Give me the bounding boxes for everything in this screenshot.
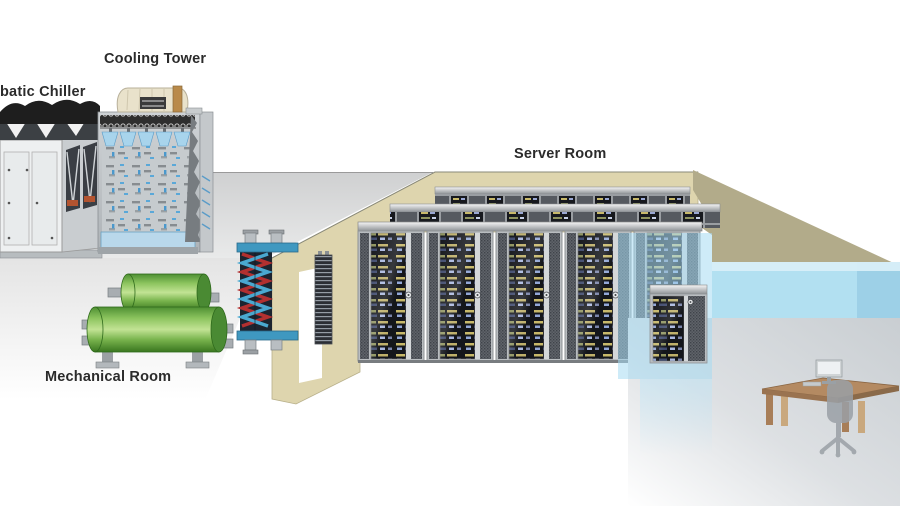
- hx-pipe-stub: [270, 339, 283, 351]
- server-room-right-wall: [693, 170, 900, 276]
- label-server-room: Server Room: [514, 146, 607, 162]
- tower-spray-nozzles: [101, 128, 191, 147]
- mechanical-room-chiller-tanks: [81, 273, 234, 369]
- server-rack: [357, 230, 425, 362]
- tower-outer-wall: [199, 111, 214, 253]
- tank-leg: [192, 346, 203, 364]
- plate-heat-exchanger: [236, 229, 299, 355]
- monitor-stand: [827, 377, 831, 381]
- tower-riser-pipe: [172, 85, 183, 113]
- label-cooling-tower: Cooling Tower: [104, 51, 207, 67]
- chiller-coil-bay: [66, 145, 80, 212]
- desk-monitor: [815, 359, 843, 384]
- hx-pipe-stub: [244, 339, 257, 351]
- hx-pipe-stub: [244, 232, 257, 244]
- server-rack-row-front: [357, 221, 703, 363]
- tower-inlet-stub: [185, 107, 203, 115]
- hx-cold-circuit: [236, 252, 274, 328]
- chiller-condenser-top: [0, 99, 100, 124]
- tower-fan-hub: [140, 97, 166, 109]
- hx-hot-circuit: [236, 252, 274, 328]
- hx-bottom-header: [236, 330, 299, 341]
- monitor-base: [822, 381, 836, 384]
- office-chair: [819, 380, 857, 458]
- tower-water-film: [102, 146, 194, 232]
- tower-basin: [98, 247, 198, 254]
- chiller-door: [31, 151, 58, 246]
- tank-leg: [102, 346, 113, 364]
- rack-row-base: [358, 360, 702, 363]
- server-rack: [495, 230, 563, 362]
- desk-right-edge: [838, 386, 899, 403]
- server-rack: [426, 230, 494, 362]
- wall-top-edge: [271, 171, 698, 259]
- keyboard: [802, 381, 822, 387]
- desk-leg: [766, 392, 773, 425]
- lower-tank: [94, 306, 220, 353]
- label-mechanical-room: Mechanical Room: [45, 369, 172, 385]
- foreground-server-rack: [649, 284, 708, 364]
- desk-leg: [858, 401, 865, 433]
- desk-front-edge: [762, 389, 838, 403]
- tank-foot: [185, 361, 210, 369]
- chiller-damper: [84, 196, 95, 202]
- chiller-door: [3, 151, 30, 246]
- monitor-screen-glass: [818, 362, 840, 374]
- chiller-damper: [67, 200, 78, 206]
- chiller-coil-bay: [83, 142, 97, 209]
- cooling-tower-illustration: [97, 85, 214, 254]
- glass-panel-fade: [640, 379, 712, 455]
- tank-foot: [95, 361, 120, 369]
- hx-top-header: [236, 242, 299, 253]
- rack-row-top-frame: [357, 221, 703, 232]
- tower-basin-water: [100, 231, 196, 250]
- secondary-heat-exchanger: [314, 251, 333, 345]
- hx-pipe-stub: [270, 232, 283, 244]
- tower-wall-hatch: [201, 175, 211, 230]
- upper-tank: [127, 273, 205, 312]
- tower-cutaway-edge: [185, 115, 202, 242]
- desk-leg: [781, 395, 788, 426]
- adiabatic-chiller-illustration: [0, 99, 103, 259]
- label-adiabatic-chiller: batic Chiller: [0, 84, 86, 100]
